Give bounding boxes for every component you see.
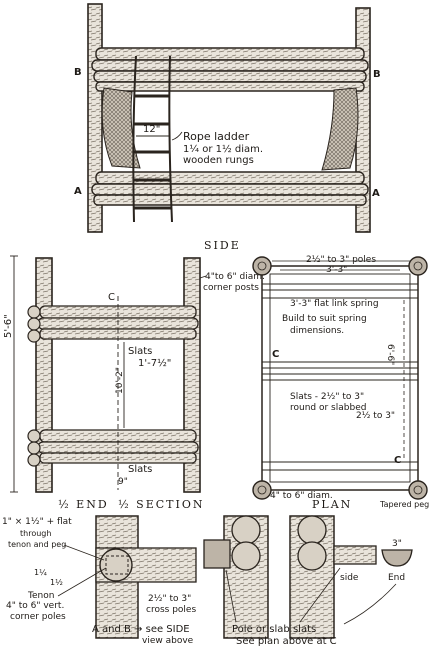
plan-view: 2½" to 3" poles 3'-3" 3'-3" flat link sp… bbox=[252, 255, 429, 511]
tenon-dimension-2: 1½ bbox=[50, 578, 63, 587]
right-blanket bbox=[321, 87, 359, 171]
corner-post-note-1: 4"to 6" diam. bbox=[205, 272, 265, 282]
plan-frame-inner bbox=[269, 273, 411, 483]
plan-corner-rings bbox=[257, 261, 423, 495]
point-a-right: A bbox=[372, 188, 380, 199]
cross-poles-note-1: 2½" to 3" bbox=[148, 594, 191, 604]
plan-frame-outer bbox=[261, 265, 419, 491]
point-c-lower: C bbox=[394, 455, 401, 466]
corner-post-note-2: corner posts bbox=[203, 283, 259, 293]
slat-width-label: 3" bbox=[392, 539, 402, 549]
flat-note-1: 1" × 1½" + flat bbox=[2, 517, 72, 527]
ladder-note-line-2: 1¼ or 1½ diam. bbox=[183, 143, 263, 155]
side-view: 12" Rope ladder 1¼ or 1½ diam. wooden ru… bbox=[74, 3, 381, 252]
plan-slats bbox=[262, 361, 418, 381]
centerline-marker: C bbox=[108, 292, 115, 303]
plan-caption: PLAN bbox=[312, 498, 352, 511]
plan-corner-posts bbox=[252, 256, 428, 500]
ladder-note-line-3: wooden rungs bbox=[183, 155, 254, 166]
build-note-2: dimensions. bbox=[290, 326, 344, 336]
ladder-rungs bbox=[134, 94, 172, 210]
tenon-dimension: 1¼ bbox=[34, 568, 47, 577]
flat-note-3: tenon and peg bbox=[8, 540, 66, 549]
end-view: C 5'-6" 10'-2" Slats 1'-7½" Slats 9" 4"t… bbox=[3, 255, 265, 511]
slat-detail-rail bbox=[333, 545, 377, 565]
ref-ab-note-1: A and B → see SIDE bbox=[92, 624, 190, 635]
tapered-peg-note: Tapered peg bbox=[379, 500, 429, 509]
plan-slats-note-1: Slats - 2½" to 3" bbox=[290, 392, 364, 402]
plan-side-dimension: 2½ to 3" bbox=[356, 411, 395, 421]
joint-tenon bbox=[105, 555, 129, 575]
upper-bunk-logs bbox=[91, 47, 369, 92]
plan-corner-note: 4" to 6" diam. bbox=[270, 491, 333, 501]
point-a-left: A bbox=[74, 186, 82, 197]
left-blanket bbox=[101, 87, 141, 169]
slats-ref-note-2: See plan above at C bbox=[236, 636, 337, 647]
rope-ladder bbox=[132, 55, 173, 223]
slat-detail-block bbox=[203, 539, 231, 569]
flat-note-2: through bbox=[20, 529, 51, 538]
side-label: side bbox=[340, 573, 359, 583]
point-b-left: B bbox=[74, 67, 82, 78]
height-label: 5'-6" bbox=[3, 314, 14, 338]
end-label: End bbox=[388, 573, 405, 583]
slab-end-shape bbox=[381, 549, 413, 567]
section-caption: ½ SECTION bbox=[118, 498, 204, 511]
tenon-label: Tenon bbox=[27, 591, 54, 601]
spring-note: 3'-3" flat link spring bbox=[290, 299, 379, 309]
plan-bottom-poles bbox=[262, 461, 418, 471]
vert-poles-note-2: corner poles bbox=[10, 612, 66, 622]
details: 1" × 1½" + flat through tenon and peg 1¼… bbox=[2, 515, 413, 647]
upper-slats-dimension: 1'-7½" bbox=[138, 357, 171, 369]
plan-length-label: 6'-6" bbox=[385, 344, 395, 365]
ladder-width-label: 12" bbox=[143, 124, 160, 135]
ladder-note-leader bbox=[171, 131, 183, 141]
lower-slats-label: Slats bbox=[128, 464, 152, 475]
plan-slats-note-2: round or slabbed bbox=[290, 403, 366, 413]
point-c-upper: C bbox=[272, 349, 279, 360]
plan-top-poles bbox=[262, 283, 418, 299]
joint-log-end bbox=[99, 548, 133, 582]
build-note-1: Build to suit spring bbox=[282, 314, 367, 324]
plan-top-dimension: 3'-3" bbox=[326, 265, 347, 275]
upper-slats-label: Slats bbox=[128, 346, 152, 357]
ladder-note-line-1: Rope ladder bbox=[183, 130, 250, 143]
slats-ref-note-1: Pole or slab slats bbox=[232, 624, 316, 635]
side-caption: SIDE bbox=[204, 239, 241, 252]
poles-note: 2½" to 3" poles bbox=[306, 255, 376, 265]
end-log-circles bbox=[27, 305, 41, 467]
corner-post-leader bbox=[199, 275, 207, 279]
ref-ab-note-2: view above bbox=[142, 636, 194, 646]
mid-height-label: 10'-2" bbox=[115, 367, 125, 394]
end-caption: ½ END bbox=[58, 498, 109, 511]
cross-poles-note-2: cross poles bbox=[146, 605, 196, 615]
bottom-dimension: 9" bbox=[118, 477, 128, 487]
vert-poles-note-1: 4" to 6" vert. bbox=[6, 601, 64, 611]
point-b-right: B bbox=[373, 69, 381, 80]
